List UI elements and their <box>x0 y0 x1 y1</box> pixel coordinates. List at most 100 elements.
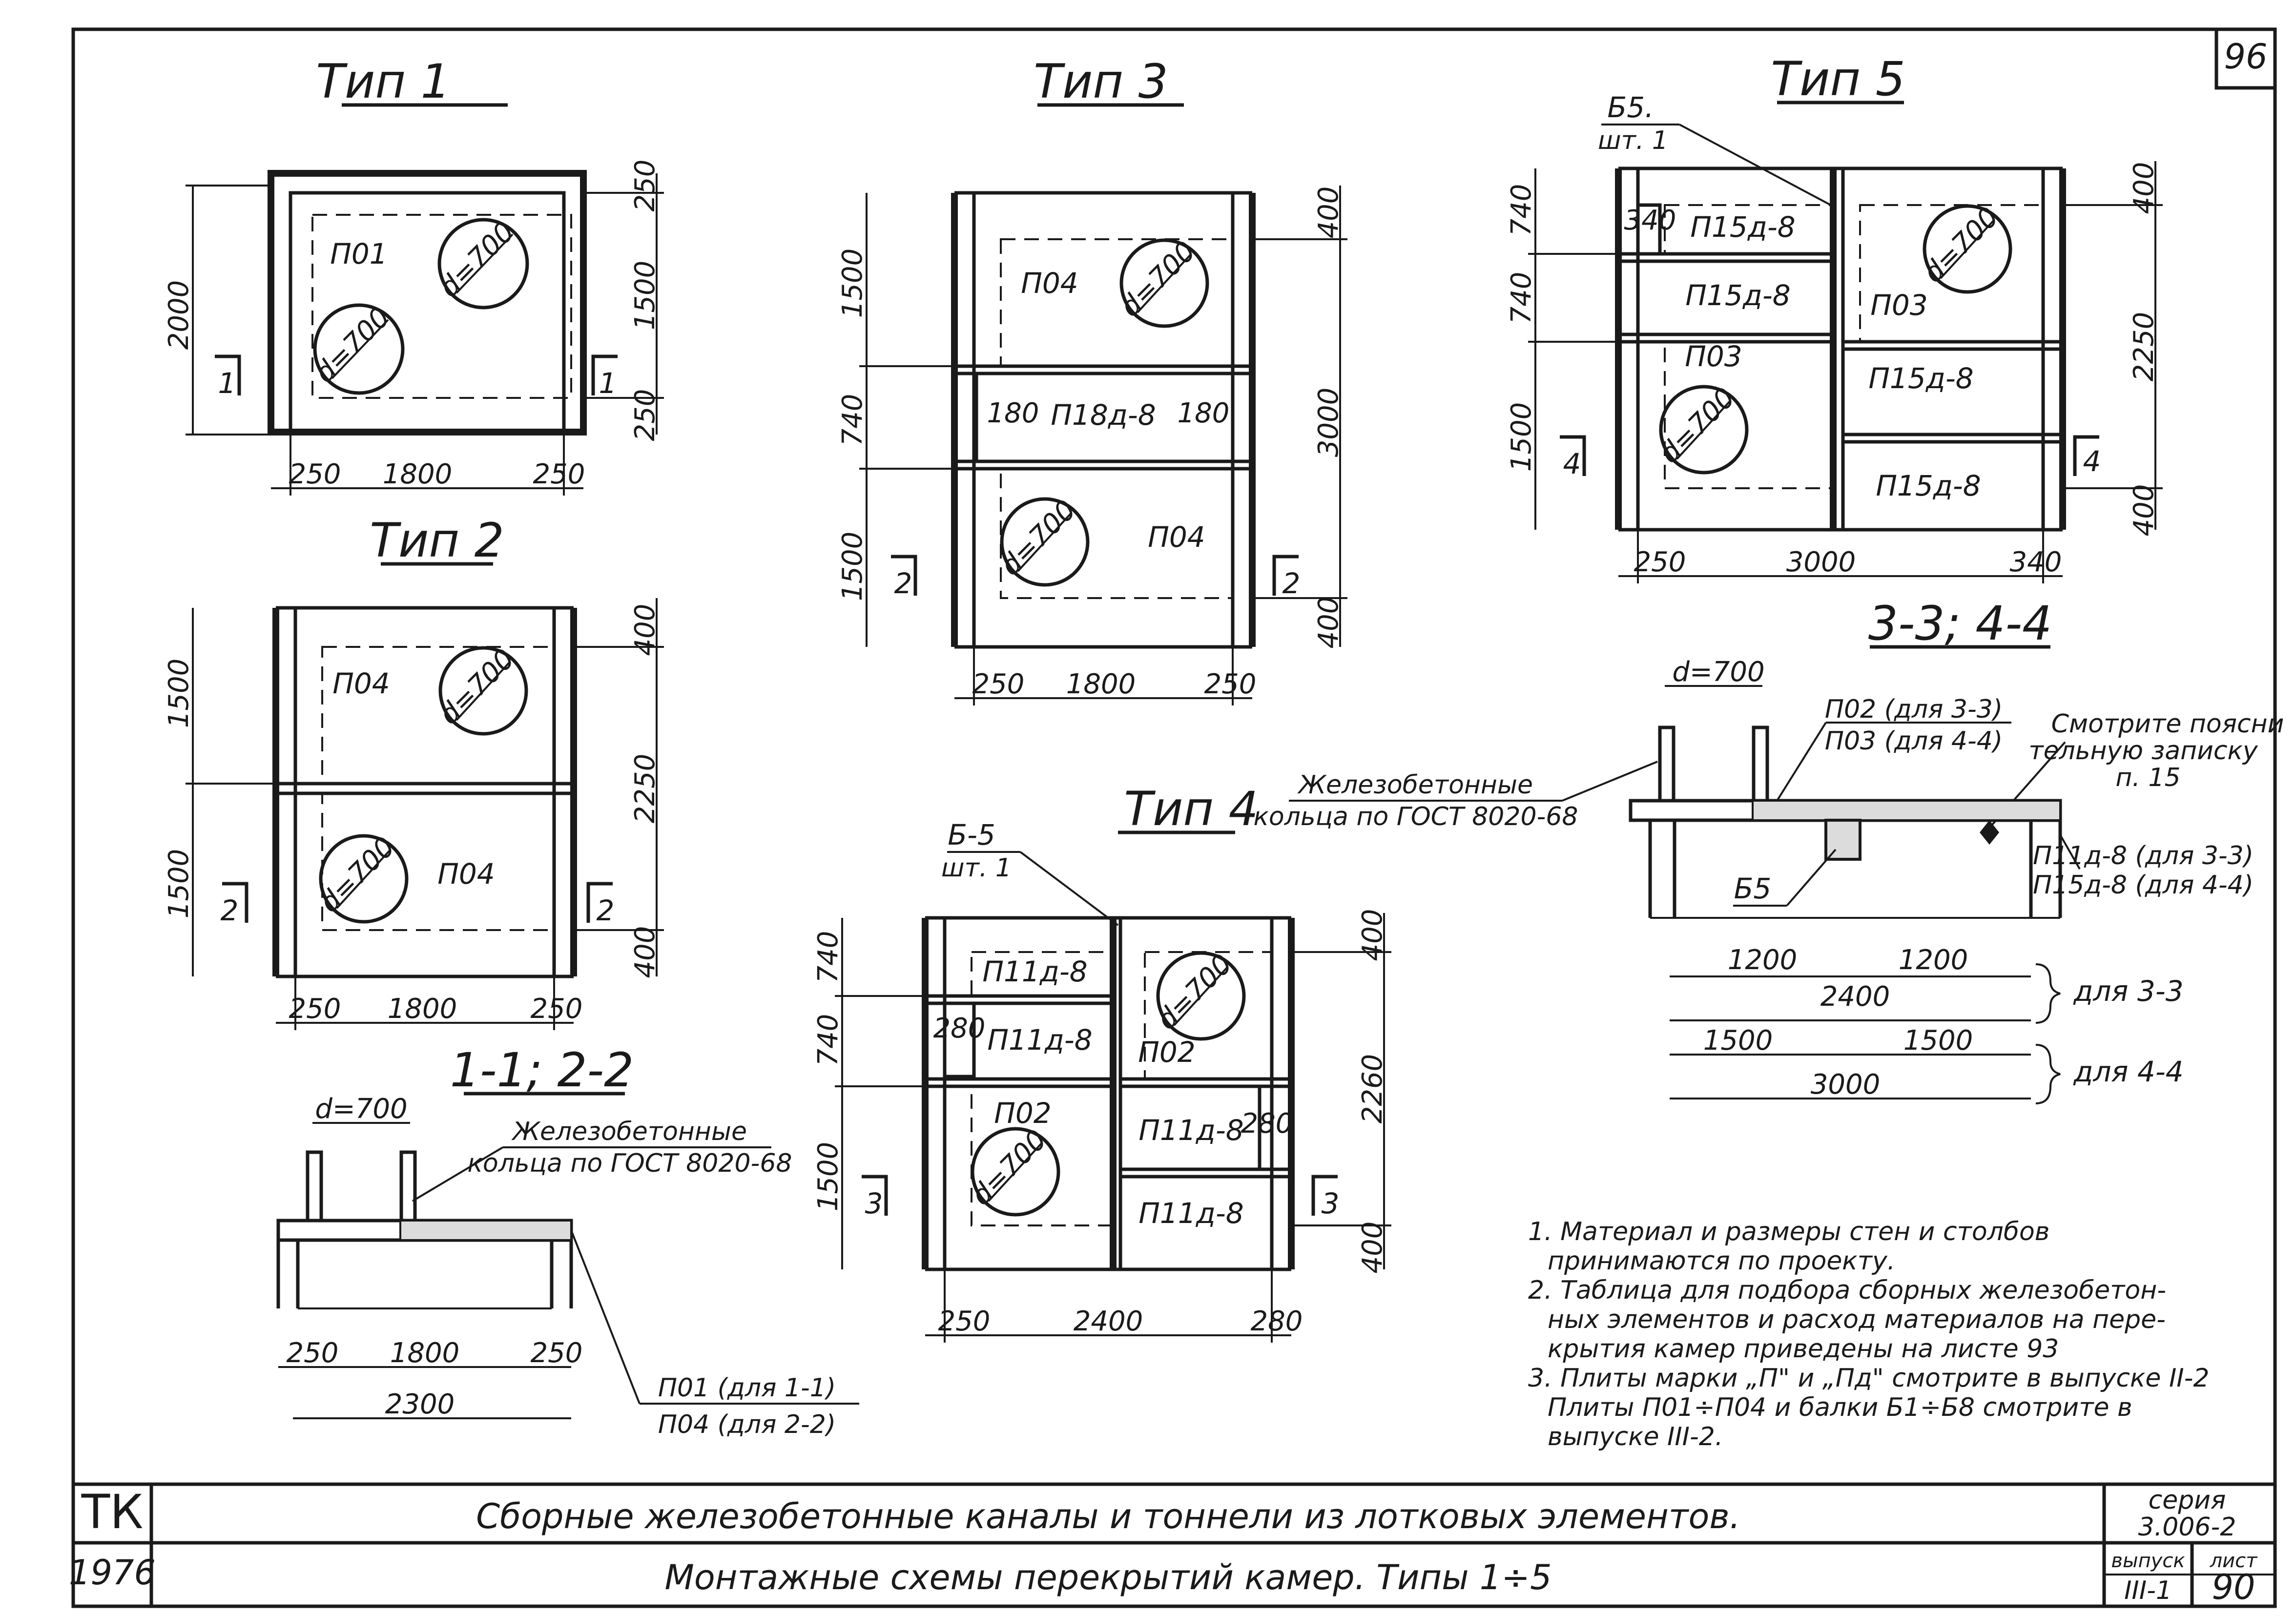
type-3-dim-bot-right: 250 <box>1204 668 1257 700</box>
type-4-inner-280a: 280 <box>933 1013 986 1044</box>
type-5-dim-bot-left: 250 <box>1634 546 1686 578</box>
section-12-dim-250a: 250 <box>287 1337 339 1369</box>
section-mark-left <box>891 555 917 596</box>
type-1-plan: Тип 1 П01 d=700 d=700 2000 250 1500 250 … <box>163 54 664 496</box>
section-12-rings-2: кольца по ГОСТ 8020-68 <box>467 1149 792 1178</box>
stamp-series-label: серия <box>2149 1486 2226 1515</box>
section-34-hole: d=700 <box>1672 656 1764 688</box>
type-2-dim-right-top: 400 <box>629 604 661 656</box>
stamp-issue-label: выпуск <box>2111 1550 2185 1572</box>
title-block: ТК 1976 Сборные железобетонные каналы и … <box>69 1482 2275 1607</box>
type-2-hole-top <box>438 646 528 736</box>
type-5-slab-1: П15д-8 <box>1690 210 1795 244</box>
type-2-dim-bot-left: 250 <box>289 993 341 1025</box>
type-5-dim-left-2: 740 <box>1506 272 1537 324</box>
note-line-1: 1. Материал и размеры стен и столбов <box>1528 1217 2049 1246</box>
section-34-dim-1200a: 1200 <box>1728 944 1798 976</box>
section-34-rings-1: Железобетонные <box>1297 770 1533 800</box>
type-4-dim-right-top: 400 <box>1357 909 1388 961</box>
section-mark-right <box>591 354 618 395</box>
type-4-dim-left-2: 740 <box>812 1014 844 1066</box>
page-number-box <box>2214 27 2277 90</box>
section-mark-left <box>1560 435 1586 476</box>
type-5-sec-right: 4 <box>2083 445 2101 478</box>
ring-wall <box>1658 726 1675 803</box>
type-5-slab-4: П15д-8 <box>1876 469 1981 502</box>
type-5-title: Тип 5 <box>1771 52 1905 106</box>
type-5-slab-2: П15д-8 <box>1685 279 1790 312</box>
type-5-dim-left-3: 1500 <box>1506 402 1537 472</box>
slab-outline <box>1664 204 1834 255</box>
type-2-dim-bot-mid: 1800 <box>388 993 457 1025</box>
type-2-sec-left: 2 <box>221 894 239 927</box>
type-2-dim-right-mid: 2250 <box>629 754 661 824</box>
filler-280 <box>943 1001 976 1078</box>
section-34-see-3: п. 15 <box>2115 763 2180 792</box>
section-34-slab-d: П15д-8 (для 4-4) <box>2033 871 2254 900</box>
type-3-dim-left-top: 1500 <box>837 249 869 318</box>
type-4-dim-bot-left: 250 <box>938 1306 991 1337</box>
section-12-title: 1-1; 2-2 <box>450 1043 634 1098</box>
type-1-slab-outline <box>311 214 572 399</box>
section-mark-left <box>862 1175 888 1216</box>
section-mark-left <box>222 882 248 923</box>
type-2-plan: Тип 2 П04 d=700 П04 d=700 1500 1500 400 … <box>163 513 664 1030</box>
type-3-dim-bot-left: 250 <box>972 668 1025 700</box>
leader <box>1776 722 1827 802</box>
type-5-slab-p03b: П03 <box>1685 340 1742 373</box>
type-2-dim-bot-right: 250 <box>531 993 583 1025</box>
leader <box>412 1146 504 1202</box>
type-3-slab-bot: П04 <box>1148 520 1205 554</box>
type-4-dim-right-bot: 400 <box>1357 1222 1388 1274</box>
type-3-dim-right-mid: 3000 <box>1313 388 1345 457</box>
section-12-dim-2300: 2300 <box>385 1389 455 1420</box>
type-3-plan: Тип 3 П04 d=700 П18д-8 180 180 d=700 П04… <box>837 54 1347 705</box>
type-1-dim-left: 2000 <box>163 280 195 350</box>
type-5-dim-right-top: 400 <box>2128 162 2160 214</box>
stamp-issue: III-1 <box>2124 1576 2172 1605</box>
type-5-hole-a-label: d=700 <box>1917 201 2005 289</box>
type-4-slab-2: П11д-8 <box>987 1023 1092 1057</box>
note-line-3: 2. Таблица для подбора сборных железобет… <box>1528 1276 2166 1305</box>
hole-diameter-line <box>455 661 511 721</box>
ring-wall <box>1752 726 1769 803</box>
type-5-inner-340: 340 <box>1624 205 1676 236</box>
type-3-dim-bot-mid: 1800 <box>1066 668 1136 700</box>
type-4-hole-a <box>1156 951 1246 1041</box>
type-5-sec-left: 4 <box>1563 447 1581 480</box>
stamp-series: 3.006-2 <box>2138 1513 2236 1542</box>
section-3-3-4-4: 3-3; 4-4 d=700 П02 (для 3-3) П03 (для 4-… <box>1253 596 2284 1104</box>
section-mark-right <box>2073 435 2099 476</box>
type-1-outer <box>268 170 587 435</box>
type-3-title: Тип 3 <box>1034 54 1168 109</box>
slab-outline <box>1664 341 1834 489</box>
type-1-hole-b-label: d=700 <box>309 301 396 389</box>
type-4-dim-bot-right: 280 <box>1251 1306 1303 1337</box>
type-5-beam-label: Б5. <box>1607 91 1654 124</box>
slab-outline-top <box>321 646 555 785</box>
type-5-dim-right-bot: 400 <box>2128 484 2160 537</box>
stamp-org: ТК <box>81 1485 144 1539</box>
stamp-title-2: Монтажные схемы перекрытий камер. Типы 1… <box>665 1557 1552 1597</box>
type-5-slab-p03a: П03 <box>1870 289 1927 322</box>
type-3-slab-top: П04 <box>1021 267 1078 300</box>
type-1-slab-label: П01 <box>330 237 387 270</box>
type-4-title: Тип 4 <box>1124 782 1258 836</box>
type-1-dim-right-mid: 1500 <box>629 261 661 331</box>
type-1-title: Тип 1 <box>316 54 450 109</box>
slab-hatch <box>1752 800 2061 821</box>
slab-outline <box>971 951 1114 997</box>
brace <box>2035 1044 2061 1104</box>
type-1-dim-bot-mid: 1800 <box>383 458 453 490</box>
type-1-hole-a <box>437 218 529 310</box>
type-5-hole-b-label: d=700 <box>1654 382 1741 470</box>
section-34-dim-1500a: 1500 <box>1703 1025 1773 1057</box>
section-12-dim-250b: 250 <box>531 1337 583 1369</box>
notes-block: 1. Материал и размеры стен и столбов при… <box>1528 1217 2209 1451</box>
type-2-dim-right-bot: 400 <box>629 926 661 978</box>
type-3-sec-right: 2 <box>1282 567 1301 600</box>
type-1-inner <box>289 191 566 434</box>
type-4-beam-count: шт. 1 <box>941 853 1012 883</box>
ring-wall <box>306 1150 323 1223</box>
type-3-mid-right: 180 <box>1178 397 1230 429</box>
